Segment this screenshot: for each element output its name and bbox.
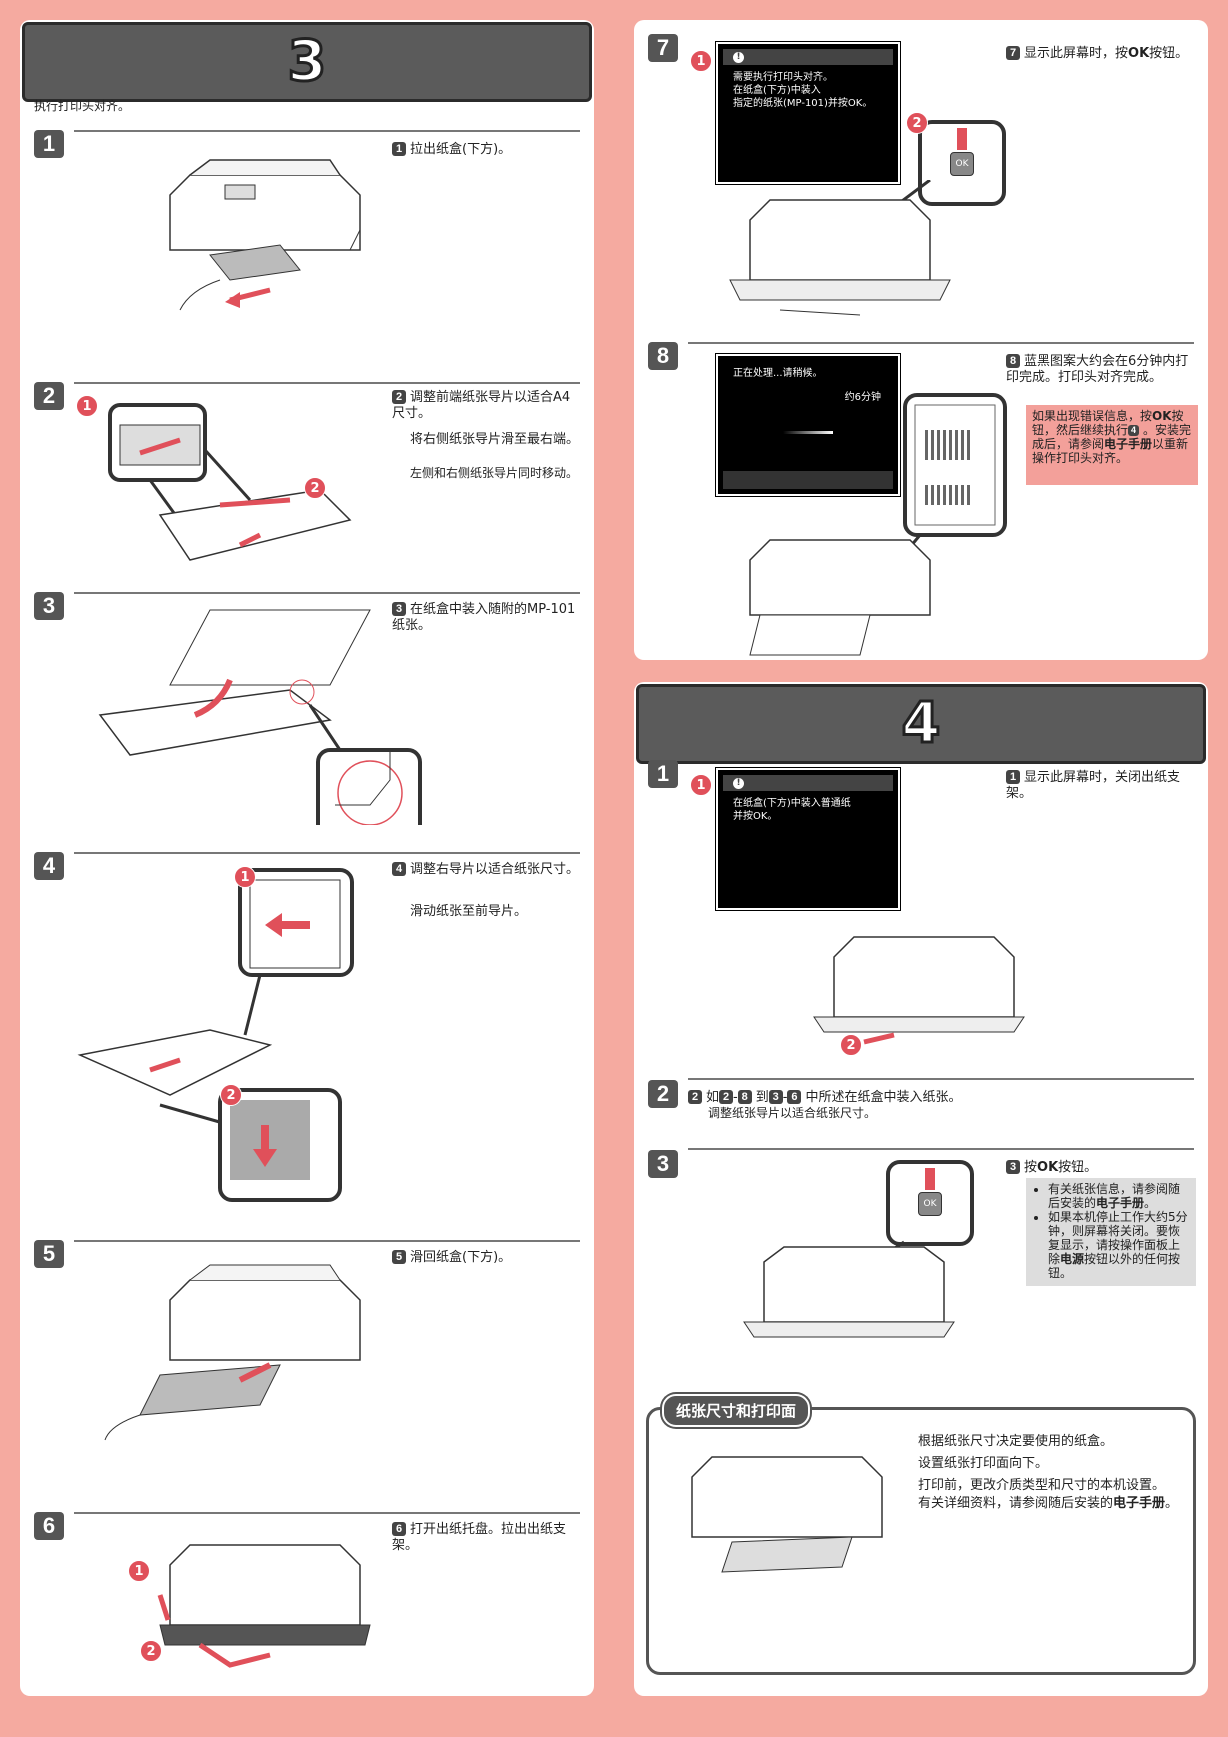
paper-section-title: 纸张尺寸和打印面 xyxy=(662,1394,811,1427)
step-4-2-note: 调整纸张导片以适合纸张尺寸。 xyxy=(708,1106,877,1120)
printer-illustration-5 xyxy=(104,1264,361,1441)
printer-illustration-paper xyxy=(691,1456,883,1573)
step-badge-4: 4 xyxy=(34,852,64,880)
intro-text: 执行打印头对齐。 xyxy=(34,99,131,113)
lcd-screen-8: 正在处理...请稍候。 约6分钟 xyxy=(718,356,898,494)
printer-illustration-4-1 xyxy=(813,936,1025,1045)
step-badge-5: 5 xyxy=(34,1240,64,1268)
step-4-3-notes: 有关纸张信息，请参阅随后安装的电子手册。 如果本机停止工作大约5分钟，则屏幕将关… xyxy=(1026,1178,1196,1286)
section-number: 3 xyxy=(286,29,328,94)
printer-illustration-4-3 xyxy=(743,1240,955,1338)
paper-line-2: 设置纸张打印面向下。 xyxy=(918,1456,1049,1471)
section-header-4: 4 xyxy=(636,684,1206,764)
right-top-panel: 7 1 ! 需要执行打印头对齐。 在纸盒(下方)中装入 指定的纸张(MP-101… xyxy=(634,20,1208,660)
step-2-text2: 将右侧纸张导片滑至最右端。 xyxy=(410,432,580,447)
step-badge-2: 2 xyxy=(34,382,64,410)
warning-icon: ! xyxy=(733,777,744,789)
paper-section-frame xyxy=(646,1407,1196,1675)
paper-line-1: 根据纸张尺寸决定要使用的纸盒。 xyxy=(918,1434,1114,1449)
paper-line-4: 有关详细资料，请参阅随后安装的电子手册。 xyxy=(918,1496,1179,1511)
lcd-screen-7: ! 需要执行打印头对齐。 在纸盒(下方)中装入 指定的纸张(MP-101)并按O… xyxy=(718,44,898,182)
ok-button-pad: OK xyxy=(886,1160,974,1246)
step-badge-1: 1 xyxy=(34,130,64,158)
step-4-text2: 滑动纸张至前导片。 xyxy=(410,904,528,919)
ok-button[interactable]: OK xyxy=(918,1192,942,1216)
step-2-note: 左侧和右侧纸张导片同时移动。 xyxy=(410,466,579,480)
ok-button-pad: OK xyxy=(918,120,1006,206)
step-badge-8: 8 xyxy=(648,342,678,370)
paper-guide-illustration xyxy=(108,403,352,561)
paper-line-3: 打印前，更改介质类型和尺寸的本机设置。 xyxy=(918,1478,1166,1493)
step-4-2-badge: 2 xyxy=(648,1080,678,1108)
step-badge-6: 6 xyxy=(34,1512,64,1540)
printer-illustration-7 xyxy=(729,180,951,316)
section-header-3: 3 xyxy=(22,22,592,102)
printer-illustration-6 xyxy=(157,1544,371,1668)
step-4-1-badge: 1 xyxy=(648,760,678,788)
load-paper-illustration xyxy=(98,609,422,825)
lcd-screen-4-1: ! 在纸盒(下方)中装入普通纸 并按OK。 xyxy=(718,770,898,908)
step-4-3-badge: 3 xyxy=(648,1150,678,1178)
warning-icon: ! xyxy=(733,51,744,63)
pattern-printout-illustration xyxy=(749,393,1007,656)
printer-illustration-1 xyxy=(169,159,361,311)
step-badge-7: 7 xyxy=(648,34,678,62)
ok-button[interactable]: OK xyxy=(950,152,974,176)
step-badge-3: 3 xyxy=(34,592,64,620)
section-number: 4 xyxy=(900,691,942,756)
right-guide-illustration xyxy=(77,868,354,1202)
